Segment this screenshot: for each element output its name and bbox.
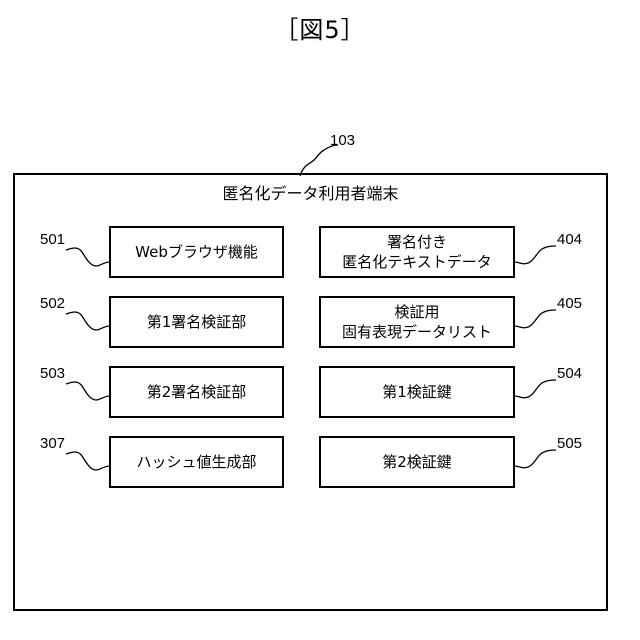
leader-404	[514, 246, 556, 264]
first-signature-verifier-label: 第1署名検証部	[147, 312, 247, 332]
second-verification-key-label: 第2検証鍵	[382, 452, 452, 472]
signed-anonymized-text-line1: 署名付き	[387, 232, 447, 252]
ref-405: 405	[557, 295, 582, 312]
first-verification-key-label: 第1検証鍵	[382, 382, 452, 402]
hash-generator-box: ハッシュ値生成部	[109, 436, 284, 488]
leader-405	[514, 310, 556, 328]
leader-503	[66, 382, 110, 400]
verification-entity-list-line2: 固有表現データリスト	[342, 322, 492, 342]
ref-503: 503	[40, 365, 65, 382]
first-signature-verifier-box: 第1署名検証部	[109, 296, 284, 348]
leader-505	[514, 450, 556, 468]
second-signature-verifier-box: 第2署名検証部	[109, 366, 284, 418]
first-verification-key-box: 第1検証鍵	[319, 366, 515, 418]
ref-504: 504	[557, 365, 582, 382]
ref-501: 501	[40, 231, 65, 248]
web-browser-function-label: Webブラウザ機能	[135, 242, 258, 262]
second-signature-verifier-label: 第2署名検証部	[147, 382, 247, 402]
signed-anonymized-text-box: 署名付き 匿名化テキストデータ	[319, 226, 515, 278]
second-verification-key-box: 第2検証鍵	[319, 436, 515, 488]
ref-505: 505	[557, 435, 582, 452]
leader-103	[300, 145, 338, 176]
ref-307: 307	[40, 435, 65, 452]
leader-307	[66, 452, 110, 470]
web-browser-function-box: Webブラウザ機能	[109, 226, 284, 278]
ref-404: 404	[557, 231, 582, 248]
ref-502: 502	[40, 295, 65, 312]
verification-entity-list-box: 検証用 固有表現データリスト	[319, 296, 515, 348]
verification-entity-list-line1: 検証用	[394, 302, 439, 322]
signed-anonymized-text-line2: 匿名化テキストデータ	[342, 252, 492, 272]
leader-504	[514, 380, 556, 398]
hash-generator-label: ハッシュ値生成部	[136, 452, 256, 472]
leader-501	[66, 248, 110, 266]
leader-502	[66, 312, 110, 330]
